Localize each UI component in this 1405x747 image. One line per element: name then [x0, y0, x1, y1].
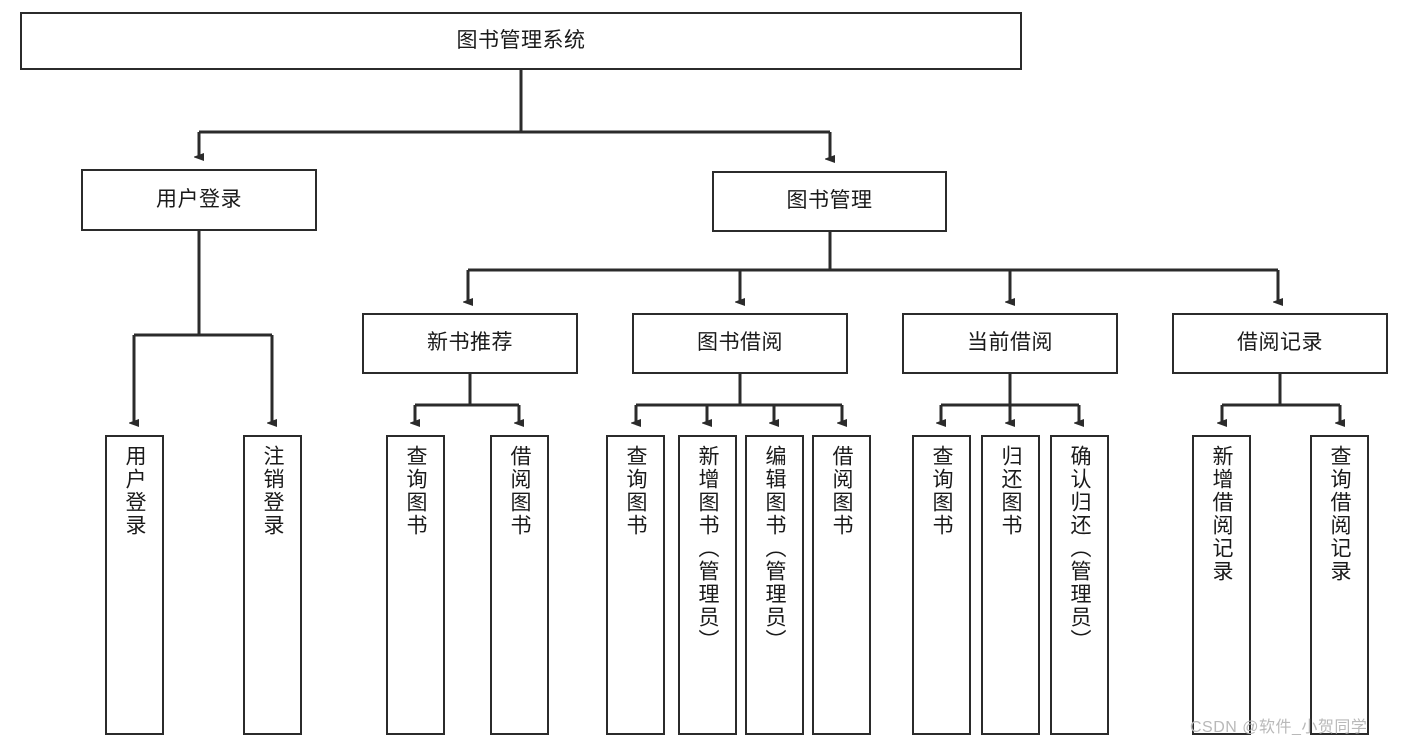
- node-leaf-return-book[interactable]: 归还图书: [981, 435, 1040, 735]
- node-leaf-query-record[interactable]: 查询借阅记录: [1310, 435, 1369, 735]
- node-leaf-borrow-book-2[interactable]: 借阅图书: [812, 435, 871, 735]
- node-current-borrow-label: 当前借阅: [967, 331, 1053, 355]
- node-root-system-label: 图书管理系统: [456, 28, 586, 52]
- node-new-book-recommend-label: 新书推荐: [427, 331, 513, 355]
- node-leaf-add-record[interactable]: 新增借阅记录: [1192, 435, 1251, 735]
- node-leaf-add-record-label: 新增借阅记录: [1210, 445, 1233, 583]
- node-root-system[interactable]: 图书管理系统: [20, 12, 1022, 70]
- node-leaf-user-login[interactable]: 用户登录: [105, 435, 164, 735]
- node-user-login-label: 用户登录: [156, 187, 242, 211]
- node-leaf-confirm-return-label: 确认归还（管理员）: [1068, 445, 1091, 652]
- node-leaf-borrow-book-1[interactable]: 借阅图书: [490, 435, 549, 735]
- node-leaf-return-book-label: 归还图书: [999, 445, 1022, 537]
- node-leaf-edit-book[interactable]: 编辑图书（管理员）: [745, 435, 804, 735]
- csdn-watermark: CSDN @软件_小贺同学: [1190, 719, 1368, 736]
- node-new-book-recommend[interactable]: 新书推荐: [362, 313, 578, 374]
- node-leaf-add-book[interactable]: 新增图书（管理员）: [678, 435, 737, 735]
- node-leaf-query-book-2-label: 查询图书: [624, 445, 647, 537]
- node-leaf-logout-label: 注销登录: [261, 445, 284, 537]
- node-user-login[interactable]: 用户登录: [81, 169, 317, 231]
- node-leaf-logout[interactable]: 注销登录: [243, 435, 302, 735]
- node-leaf-query-book-1[interactable]: 查询图书: [386, 435, 445, 735]
- node-leaf-add-book-label: 新增图书（管理员）: [696, 445, 719, 652]
- node-leaf-query-record-label: 查询借阅记录: [1328, 445, 1351, 583]
- node-leaf-borrow-book-1-label: 借阅图书: [508, 445, 531, 537]
- node-leaf-confirm-return[interactable]: 确认归还（管理员）: [1050, 435, 1109, 735]
- node-leaf-borrow-book-2-label: 借阅图书: [830, 445, 853, 537]
- node-leaf-user-login-label: 用户登录: [123, 445, 146, 537]
- node-leaf-query-book-1-label: 查询图书: [404, 445, 427, 537]
- node-book-borrow[interactable]: 图书借阅: [632, 313, 848, 374]
- node-leaf-query-book-2[interactable]: 查询图书: [606, 435, 665, 735]
- node-book-borrow-label: 图书借阅: [697, 331, 783, 355]
- node-leaf-query-book-3-label: 查询图书: [930, 445, 953, 537]
- node-book-manage[interactable]: 图书管理: [712, 171, 947, 232]
- node-borrow-record-label: 借阅记录: [1237, 331, 1323, 355]
- node-borrow-record[interactable]: 借阅记录: [1172, 313, 1388, 374]
- node-book-manage-label: 图书管理: [786, 189, 873, 213]
- node-current-borrow[interactable]: 当前借阅: [902, 313, 1118, 374]
- node-leaf-edit-book-label: 编辑图书（管理员）: [763, 445, 786, 652]
- node-leaf-query-book-3[interactable]: 查询图书: [912, 435, 971, 735]
